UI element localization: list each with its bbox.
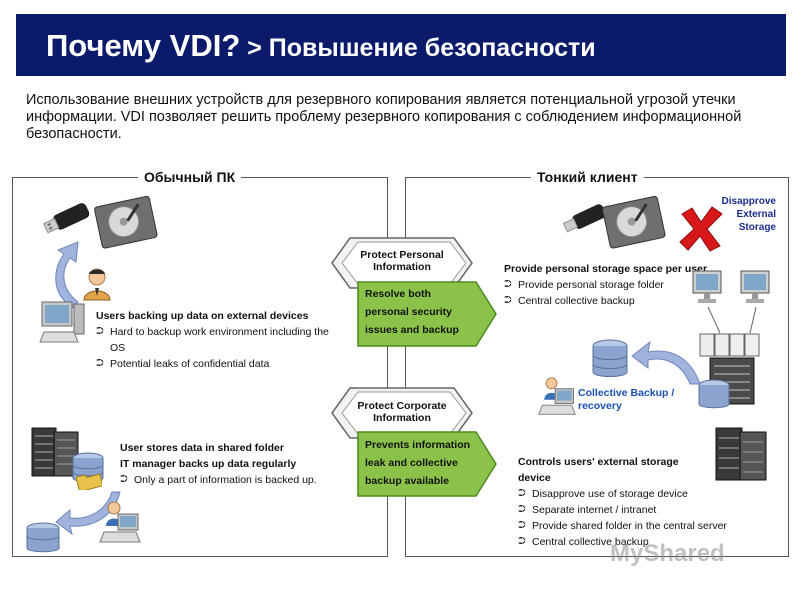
bullet-arrow-icon: ⮊ [96, 324, 104, 340]
bullet-arrow-icon: ⮊ [504, 293, 512, 309]
left-block2-heading2: IT manager backs up data regularly [120, 456, 350, 472]
title-bar: Почему VDI? > Повышение безопасности [16, 14, 786, 76]
intro-text: Использование внешних устройств для резе… [26, 92, 790, 143]
desktop-pc-icon [38, 298, 88, 346]
green-box-corporate-text: Prevents information leak and collective… [365, 436, 490, 490]
left-block1-bullet-1: ⮊Hard to backup work environment includi… [96, 324, 336, 356]
panel-title-regular-pc: Обычный ПК [138, 169, 241, 185]
left-block2: User stores data in shared folder IT man… [120, 440, 350, 488]
left-block2-heading1: User stores data in shared folder [120, 440, 350, 456]
left-block1-heading: Users backing up data on external device… [96, 308, 336, 324]
bullet-arrow-icon: ⮊ [518, 486, 526, 502]
right-block2-bullet-2: ⮊Separate internet / intranet [518, 502, 768, 518]
central-database-icon [590, 338, 630, 382]
left-block2-bullet-1: ⮊Only a part of information is backed up… [120, 472, 350, 488]
bullet-arrow-icon: ⮊ [518, 518, 526, 534]
bullet-arrow-icon: ⮊ [518, 502, 526, 518]
green2-line3: backup available [365, 472, 490, 490]
right-block2-heading: Controls users' external storage device [518, 454, 688, 486]
protect-corporate-label: Protect Corporate Information [344, 400, 460, 424]
user-icon [80, 266, 114, 302]
green2-line2: leak and collective [365, 454, 490, 472]
green-box-personal-text: Resolve both personal security issues an… [365, 285, 485, 339]
green1-line3: issues and backup [365, 321, 485, 339]
bullet-arrow-icon: ⮊ [96, 356, 104, 372]
title-subtitle: > Повышение безопасности [240, 34, 595, 62]
protect-personal-label: Protect Personal Information [344, 249, 460, 273]
admin-pc-icon [98, 500, 142, 546]
disapprove-storage-note: Disapprove External Storage [706, 195, 776, 234]
collective-backup-note: Collective Backup / recovery [578, 387, 688, 413]
green1-line1: Resolve both [365, 285, 485, 303]
bullet-arrow-icon: ⮊ [518, 534, 526, 550]
thin-client-monitor-icon [690, 268, 724, 308]
left-block1: Users backing up data on external device… [96, 308, 336, 372]
folder-icon [76, 470, 102, 490]
watermark: MyShared [610, 540, 725, 568]
green1-line2: personal security [365, 303, 485, 321]
hard-drive-icon [92, 195, 162, 251]
left-block1-bullet-2: ⮊Potential leaks of confidential data [96, 356, 336, 372]
bullet-arrow-icon: ⮊ [504, 277, 512, 293]
admin-pc-icon [536, 376, 578, 418]
page-title: Почему VDI? > Повышение безопасности [46, 28, 596, 64]
hard-drive-icon [600, 195, 670, 251]
right-block2: Controls users' external storage device … [518, 454, 768, 550]
curved-arrow-backup-icon [630, 338, 702, 388]
title-main: Почему VDI? [46, 28, 240, 63]
right-block2-bullet-1: ⮊Disapprove use of storage device [518, 486, 768, 502]
panel-title-thin-client: Тонкий клиент [531, 169, 644, 185]
right-block2-bullet-3: ⮊Provide shared folder in the central se… [518, 518, 768, 534]
green2-line1: Prevents information [365, 436, 490, 454]
usb-stick-icon [40, 200, 96, 238]
bullet-arrow-icon: ⮊ [120, 472, 128, 488]
thin-client-monitor-icon [738, 268, 772, 308]
